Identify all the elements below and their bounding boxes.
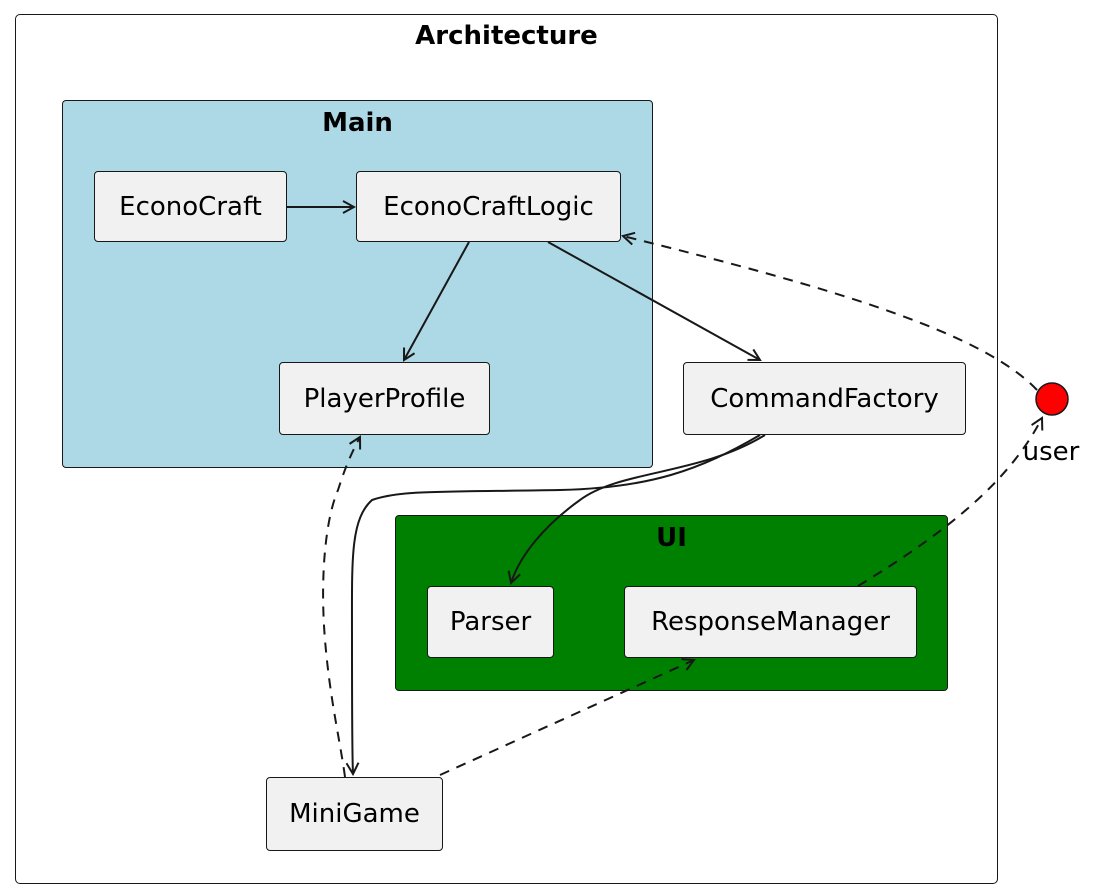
architecture-title: Architecture	[415, 21, 598, 51]
node-econocraft-logic[interactable]: EconoCraftLogic	[356, 171, 621, 242]
node-command-factory[interactable]: CommandFactory	[683, 362, 966, 435]
user-actor-label: user	[1022, 437, 1080, 467]
node-econocraft[interactable]: EconoCraft	[94, 171, 287, 242]
user-actor-icon[interactable]	[1035, 382, 1069, 416]
node-parser[interactable]: Parser	[427, 586, 554, 658]
node-player-profile[interactable]: PlayerProfile	[279, 362, 490, 435]
main-package-title: Main	[322, 108, 393, 138]
node-response-manager[interactable]: ResponseManager	[624, 586, 917, 658]
ui-package-title: UI	[656, 523, 687, 553]
node-minigame[interactable]: MiniGame	[266, 777, 443, 851]
